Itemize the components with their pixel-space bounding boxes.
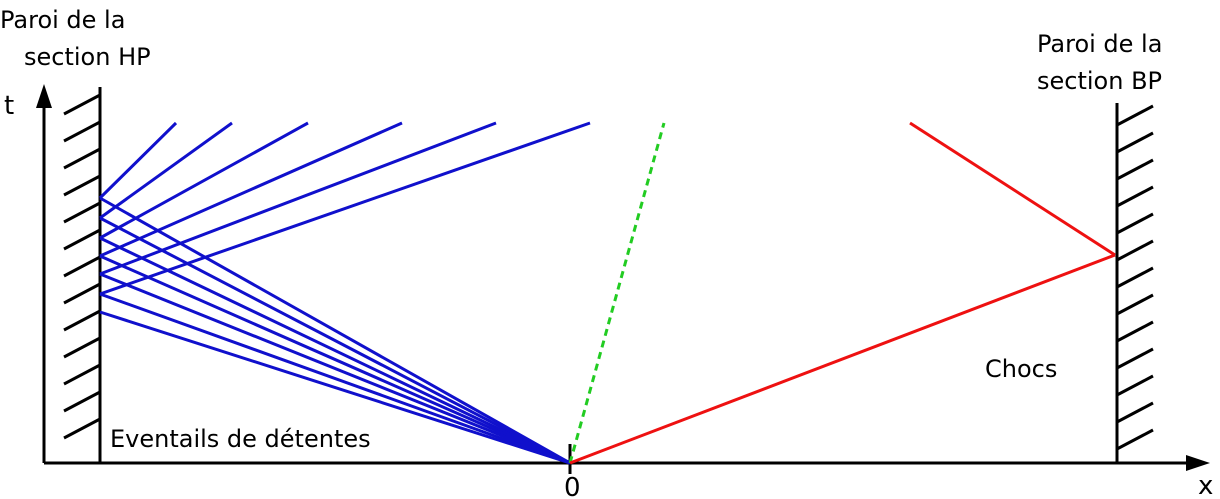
right-wall — [1115, 103, 1154, 463]
incident-ray — [99, 254, 571, 465]
expansion-fan-incident — [99, 196, 571, 465]
t-axis-arrow-icon — [36, 84, 52, 108]
incident-ray — [99, 216, 571, 465]
incident-ray — [99, 236, 571, 465]
axes — [36, 84, 1210, 474]
x-axis-arrow-icon — [1186, 455, 1210, 471]
shocks-label: Chocs — [985, 355, 1057, 383]
shock-path — [569, 121, 1116, 465]
expansion-fan-reflected — [98, 121, 591, 296]
left-wall-hatch-icon — [63, 93, 101, 440]
left-wall-label-line2: section HP — [24, 43, 151, 71]
t-axis-label: t — [4, 91, 14, 121]
reflected-ray — [99, 121, 233, 220]
x-axis-label: x — [1198, 471, 1213, 499]
origin-label: 0 — [564, 473, 581, 499]
incident-ray — [99, 196, 571, 465]
right-wall-hatch-icon — [1116, 104, 1154, 451]
reflected-ray — [99, 121, 497, 276]
left-wall — [63, 87, 102, 463]
reflected-ray — [98, 121, 178, 200]
incident-ray — [99, 310, 571, 465]
incident-shock — [569, 253, 1116, 465]
reflected-shock — [909, 121, 1116, 257]
right-wall-label-line2: section BP — [1037, 67, 1162, 95]
left-wall-label-line1: Paroi de la — [0, 6, 125, 34]
expansion-fans-label: Eventails de détentes — [110, 425, 371, 453]
right-wall-label-line1: Paroi de la — [1037, 30, 1162, 58]
contact-discontinuity-line — [568, 122, 666, 464]
incident-ray — [99, 272, 571, 465]
reflected-ray — [99, 121, 591, 296]
incident-ray — [99, 292, 571, 465]
reflected-ray — [99, 121, 403, 258]
reflected-ray — [99, 121, 309, 240]
